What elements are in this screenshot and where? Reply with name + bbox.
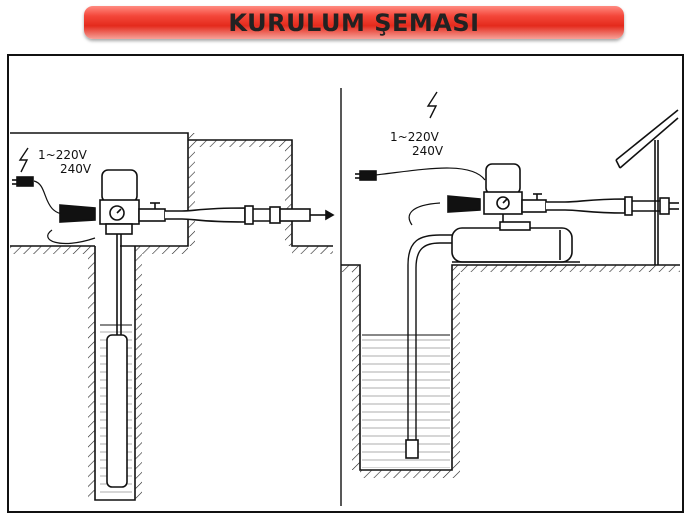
left-installation: [10, 132, 335, 501]
page-title: KURULUM ŞEMASI: [228, 9, 480, 37]
lightning-icon: [18, 147, 29, 173]
submersible-pump: [106, 233, 128, 488]
surface-pump: [451, 221, 580, 263]
right-installation: [340, 91, 680, 478]
suction-pipe: [407, 234, 452, 458]
power-plug-icon: [12, 176, 34, 187]
right-power-cable: [374, 167, 486, 181]
lightning-icon: [426, 91, 438, 119]
left-voltage-line1: 1~220V: [38, 148, 87, 162]
flow-arrow-icon: [310, 209, 335, 221]
left-outlet-pipe: [138, 202, 311, 225]
title-banner: KURULUM ŞEMASI: [84, 6, 624, 39]
right-pressure-controller: [447, 163, 523, 222]
house-outline: [615, 109, 679, 265]
right-ground-outline: [340, 264, 680, 478]
left-pressure-controller: [59, 169, 140, 235]
right-outlet-pipe: [521, 193, 679, 216]
right-voltage-line1: 1~220V: [390, 130, 439, 144]
left-ground-outline: [10, 132, 333, 501]
power-plug-icon: [355, 170, 377, 181]
left-voltage-label: 1~220V 240V: [38, 148, 91, 176]
left-voltage-line2: 240V: [60, 162, 92, 176]
right-voltage-label: 1~220V 240V: [390, 130, 443, 158]
right-voltage-line2: 240V: [412, 144, 444, 158]
